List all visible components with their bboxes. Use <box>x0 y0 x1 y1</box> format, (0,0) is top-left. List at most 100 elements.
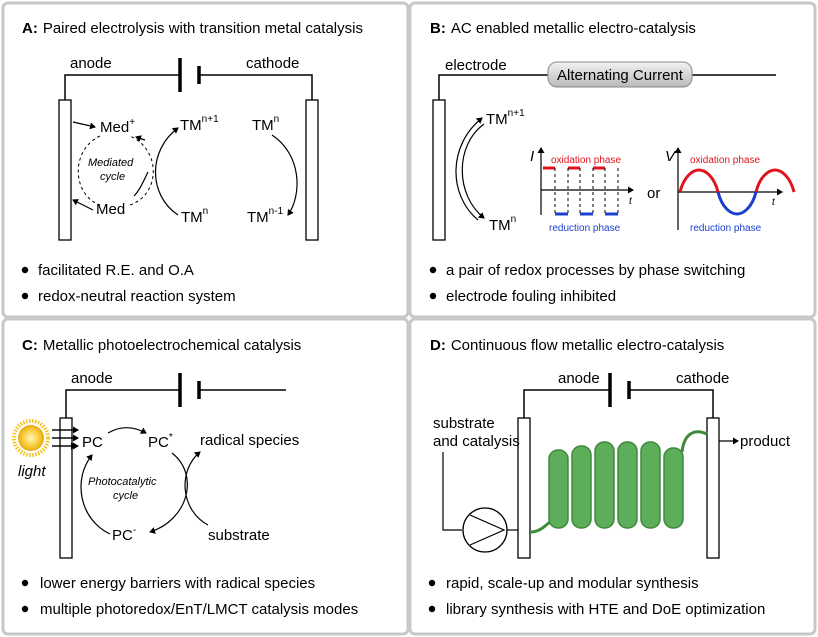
panel-c-pc: PC <box>82 434 103 451</box>
panel-a-bullet-dot-1 <box>21 266 29 274</box>
panel-d-bullet-dot-1 <box>428 579 436 587</box>
panel-b-bullet-1: a pair of redox processes by phase switc… <box>446 262 745 279</box>
panel-d-feed-line2: and catalysis <box>433 433 520 450</box>
panel-a-bullet-dot-2 <box>21 292 29 300</box>
panel-b-current-plot: I t oxidation phase reduction phase <box>530 147 634 234</box>
panel-a-tm-nm1: TMn-1 <box>247 206 284 226</box>
panel-a-med-plus: Med+ <box>100 117 135 136</box>
panel-a-arc-left-to-med <box>133 171 149 197</box>
panel-c-anode-label: anode <box>71 370 113 387</box>
panel-b-sine-red-1 <box>716 191 758 216</box>
panel-a-bullet-1: facilitated R.E. and O.A <box>38 262 194 279</box>
panel-b-ox-phase-1: oxidation phase <box>551 155 621 166</box>
panel-c-light-label: light <box>18 463 46 480</box>
panel-b-frame <box>408 1 817 319</box>
panel-a-dash-arrowhead <box>135 135 146 142</box>
panel-b-t-label-1: t <box>629 196 633 207</box>
panel-b-wire <box>438 74 776 100</box>
panel-a-arrow-anode-to-med <box>72 121 96 130</box>
panel-b-i-label: I <box>530 148 534 165</box>
panel-a-cycle-line1: Mediated <box>88 157 134 169</box>
panel-b-title: AC enabled metallic electro-catalysis <box>451 20 696 37</box>
panel-c-cycle-line1: Photocatalytic <box>88 476 157 488</box>
panel-c-arrow-pcminus-to-pc <box>80 454 111 535</box>
panel-a-letter: A: <box>22 20 38 37</box>
panel-b-sine-ox-1 <box>678 168 720 193</box>
panel-b-bullet-2: electrode fouling inhibited <box>446 288 616 305</box>
panel-c-anode-electrode <box>59 417 73 559</box>
panel-d-feed-line1: substrate <box>433 415 495 432</box>
panel-c-title: Metallic photoelectrochemical catalysis <box>43 337 301 354</box>
panel-c-substrate: substrate <box>208 527 270 544</box>
panel-d-bullet-2: library synthesis with HTE and DoE optim… <box>446 601 765 618</box>
panel-a-tm-n1: TMn+1 <box>180 114 219 134</box>
panel-c-bullet-1: lower energy barriers with radical speci… <box>40 575 315 592</box>
panel-a-mediated-arc <box>77 135 154 206</box>
panel-b-arc-down <box>461 123 485 219</box>
panel-c-frame <box>1 317 410 636</box>
panel-c-wire <box>65 389 286 418</box>
panel-a-arrow-med-to-anode <box>72 199 94 211</box>
panel-c-radical: radical species <box>200 432 299 449</box>
panel-d-bullet-1: rapid, scale-up and modular synthesis <box>446 575 699 592</box>
panel-c-letter: C: <box>22 337 38 354</box>
panel-b-bullet-dot-2 <box>429 292 437 300</box>
panel-d-cathode-electrode <box>706 417 720 559</box>
panel-b-tm-n: TMn <box>489 214 516 234</box>
panel-b-voltage-plot: V t oxidation phase reduction phase <box>665 147 796 234</box>
panel-b-letter: B: <box>430 20 446 37</box>
panel-c-pc-star: PC* <box>148 432 173 451</box>
panel-d-wire <box>523 389 714 418</box>
panel-c-pc-minus: PC- <box>112 525 136 544</box>
panel-a-anode-electrode <box>58 99 72 241</box>
panel-d-bullet-dot-2 <box>428 605 436 613</box>
panel-d-anode-label: anode <box>558 370 600 387</box>
panel-c-heading: C: Metallic photoelectrochemical catalysi… <box>22 337 301 354</box>
panel-b-heading: B: AC enabled metallic electro-catalysis <box>430 20 696 37</box>
flow-reactor <box>529 430 708 534</box>
panel-b-ac-label: Alternating Current <box>557 67 684 84</box>
panel-a-cathode-label: cathode <box>246 55 299 72</box>
panel-d-product: product <box>740 433 791 450</box>
panel-d: D: Continuous flow metallic electro-catal… <box>428 337 791 618</box>
panel-a-bullet-2: redox-neutral reaction system <box>38 288 236 305</box>
panel-b-electrode-label: electrode <box>445 57 507 74</box>
panel-b-electrode <box>432 99 446 241</box>
panel-a-tm-n-right: TMn <box>252 114 279 134</box>
panel-a-tm-n-left: TMn <box>181 206 208 226</box>
panel-d-title: Continuous flow metallic electro-catalys… <box>451 337 724 354</box>
panel-a-arc-left <box>155 127 179 216</box>
panel-b-ox-phase-2: oxidation phase <box>690 155 760 166</box>
panel-c: C: Metallic photoelectrochemical catalysi… <box>12 337 358 618</box>
panel-d-anode-electrode <box>517 417 531 559</box>
panel-c-cycle-line2: cycle <box>113 490 138 502</box>
panel-c-substrate-to-radical <box>184 451 209 526</box>
panel-d-letter: D: <box>430 337 446 354</box>
panel-c-bullet-dot-1 <box>21 579 29 587</box>
panel-b-bullet-dot-1 <box>429 266 437 274</box>
panel-d-feed-line <box>442 452 462 531</box>
panel-a-cathode-electrode <box>305 99 319 241</box>
sun-icon <box>12 419 50 457</box>
panel-b-t-label-2: t <box>772 197 776 208</box>
panel-b: B:AC enabled metallic electro-catalysis … <box>429 20 796 305</box>
pump-icon <box>462 507 508 553</box>
panel-a-heading: A: Paired electrolysis with transition me… <box>22 20 363 37</box>
panel-b-sine-ox-2 <box>754 168 796 193</box>
panel-a-anode-label: anode <box>70 55 112 72</box>
panel-a-wire <box>64 74 313 100</box>
panel-d-heading: D: Continuous flow metallic electro-catal… <box>430 337 724 354</box>
panel-b-ac-box <box>547 61 693 88</box>
panel-d-cathode-label: cathode <box>676 370 729 387</box>
panel-a-arc-right <box>271 134 298 216</box>
panel-b-v-label: V <box>665 148 677 165</box>
panel-b-red-phase-1: reduction phase <box>549 223 621 234</box>
panel-a-cycle-line2: cycle <box>100 171 125 183</box>
panel-c-bullet-dot-2 <box>21 605 29 613</box>
panel-b-tm-n1: TMn+1 <box>486 108 525 128</box>
panel-a-med: Med <box>96 201 125 218</box>
panel-a: A: Paired electrolysis with transition me… <box>21 20 363 305</box>
panel-a-title: Paired electrolysis with transition meta… <box>43 20 363 37</box>
panel-b-arc-up <box>455 117 483 221</box>
panel-b-red-phase-2: reduction phase <box>690 223 762 234</box>
